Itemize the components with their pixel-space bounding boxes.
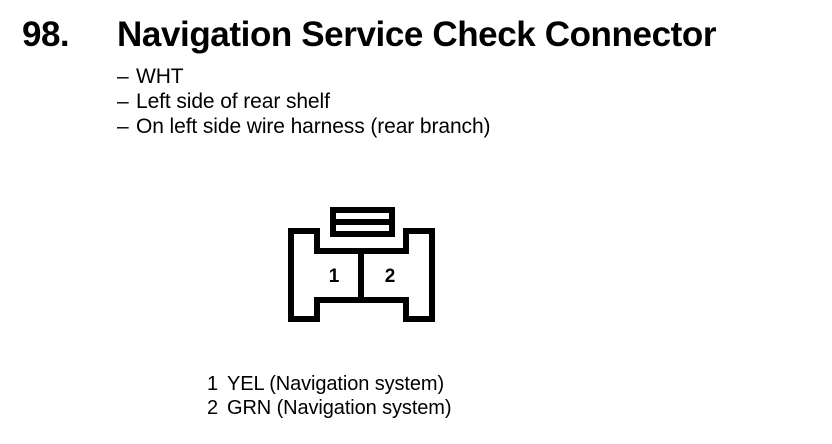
legend-row: 1 YEL (Navigation system) — [207, 372, 647, 396]
spec-line-text: WHT — [136, 65, 184, 88]
dash-bullet: – — [117, 90, 129, 113]
page-header: 98. Navigation Service Check Connector — [0, 14, 832, 60]
spec-line-text: On left side wire harness (rear branch) — [136, 115, 491, 138]
page-title: Navigation Service Check Connector — [117, 15, 717, 54]
spec-line: –WHT — [117, 64, 777, 89]
legend-pin-description: YEL (Navigation system) — [227, 373, 445, 395]
spec-line-text: Left side of rear shelf — [136, 90, 330, 113]
legend-pin-description: GRN (Navigation system) — [227, 397, 452, 419]
section-number: 98. — [22, 15, 70, 54]
connector-diagram: 1 2 — [280, 200, 442, 330]
pin-number-1: 1 — [329, 266, 340, 287]
pin-number-2: 2 — [385, 266, 396, 287]
legend-row: 2 GRN (Navigation system) — [207, 396, 647, 420]
legend-pin-number: 2 — [207, 397, 219, 419]
connector-outline-svg: 1 2 — [288, 207, 435, 322]
dash-bullet: – — [117, 115, 129, 138]
spec-line: –Left side of rear shelf — [117, 89, 777, 114]
legend-pin-number: 1 — [207, 373, 219, 395]
dash-bullet: – — [117, 65, 129, 88]
spec-line: –On left side wire harness (rear branch) — [117, 114, 777, 139]
pin-legend: 1 YEL (Navigation system) 2 GRN (Navigatio… — [207, 372, 647, 420]
spec-list: –WHT –Left side of rear shelf –On left s… — [117, 64, 777, 139]
